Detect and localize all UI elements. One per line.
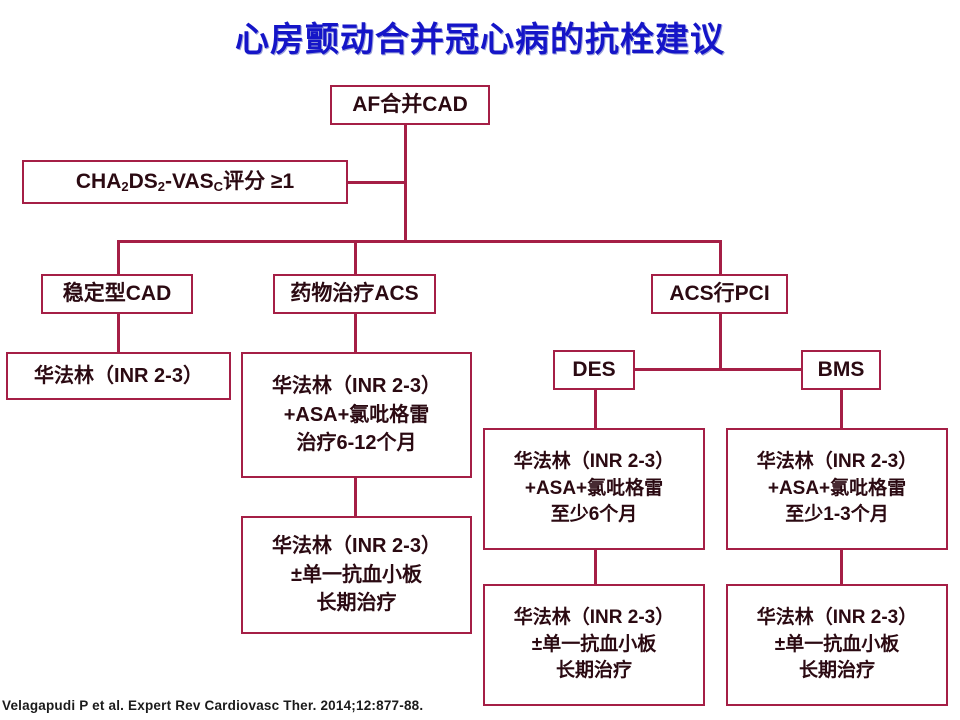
node-stable-cad-treatment[interactable]: 华法林（INR 2-3） xyxy=(6,352,231,400)
node-af-with-cad[interactable]: AF合并CAD xyxy=(330,85,490,125)
node-medical-acs-treatment-2-line3: 长期治疗 xyxy=(316,592,397,615)
node-bms[interactable]: BMS xyxy=(801,350,881,390)
connector-medical-tx1-to-tx2 xyxy=(354,478,357,516)
node-medical-acs-treatment-2-line1: 华法林（INR 2-3） xyxy=(272,535,441,558)
node-des[interactable]: DES xyxy=(553,350,635,390)
node-bms-treatment-1-line3: 至少1-3个月 xyxy=(785,504,889,526)
node-stable-cad-treatment-line1: 华法林（INR 2-3） xyxy=(34,364,203,387)
node-des-treatment-2-line2: ±单一抗血小板 xyxy=(531,633,657,655)
node-des-treatment-1-line3: 至少6个月 xyxy=(550,504,638,526)
connector-acs-pci-drop xyxy=(719,314,722,369)
node-des-label: DES xyxy=(572,358,616,382)
node-stable-cad[interactable]: 稳定型CAD xyxy=(41,274,193,314)
node-bms-treatment-1[interactable]: 华法林（INR 2-3） +ASA+氯吡格雷 至少1-3个月 xyxy=(726,428,948,550)
page-title: 心房颤动合并冠心病的抗栓建议 xyxy=(235,21,725,59)
connector-score-to-trunk xyxy=(346,181,406,184)
node-cha2ds2vasc-score[interactable]: CHA2DS2-VASC评分 ≥1 xyxy=(22,160,348,204)
connector-bms-tx1-to-tx2 xyxy=(840,550,843,584)
node-medical-acs-treatment-1-line3: 治疗6-12个月 xyxy=(296,432,417,455)
connector-stent-bar xyxy=(631,368,811,371)
connector-bms-to-tx1 xyxy=(840,390,843,428)
node-medical-acs-treatment-1[interactable]: 华法林（INR 2-3） +ASA+氯吡格雷 治疗6-12个月 xyxy=(241,352,472,478)
node-des-treatment-1-line2: +ASA+氯吡格雷 xyxy=(524,477,664,499)
node-acs-with-pci-label: ACS行PCI xyxy=(669,282,770,306)
node-acs-with-pci[interactable]: ACS行PCI xyxy=(651,274,788,314)
connector-stable-cad-to-tx xyxy=(117,314,120,352)
connector-medical-acs-to-tx1 xyxy=(354,314,357,352)
node-stable-cad-label: 稳定型CAD xyxy=(62,282,172,306)
node-bms-treatment-2-line3: 长期治疗 xyxy=(798,660,875,682)
node-medical-acs-treatment-2[interactable]: 华法林（INR 2-3） ±单一抗血小板 长期治疗 xyxy=(241,516,472,634)
node-medical-acs-treatment-1-line2: +ASA+氯吡格雷 xyxy=(283,403,430,426)
node-medical-therapy-acs-label: 药物治疗ACS xyxy=(290,282,419,306)
node-bms-treatment-1-line2: +ASA+氯吡格雷 xyxy=(767,477,907,499)
node-des-treatment-2[interactable]: 华法林（INR 2-3） ±单一抗血小板 长期治疗 xyxy=(483,584,705,706)
node-bms-treatment-2-line2: ±单一抗血小板 xyxy=(774,633,900,655)
node-bms-label: BMS xyxy=(817,358,865,382)
node-medical-therapy-acs[interactable]: 药物治疗ACS xyxy=(273,274,436,314)
connector-bar-to-stable-cad xyxy=(117,240,120,274)
node-cha2ds2vasc-score-label: CHA2DS2-VASC评分 ≥1 xyxy=(75,170,295,194)
connector-des-tx1-to-tx2 xyxy=(594,550,597,584)
node-des-treatment-2-line3: 长期治疗 xyxy=(555,660,632,682)
node-bms-treatment-2[interactable]: 华法林（INR 2-3） ±单一抗血小板 长期治疗 xyxy=(726,584,948,706)
node-des-treatment-2-line1: 华法林（INR 2-3） xyxy=(513,606,675,628)
connector-bar-to-medical-acs xyxy=(354,240,357,274)
node-bms-treatment-2-line1: 华法林（INR 2-3） xyxy=(756,606,918,628)
node-af-with-cad-label: AF合并CAD xyxy=(352,93,468,117)
node-des-treatment-1-line1: 华法林（INR 2-3） xyxy=(513,450,675,472)
node-medical-acs-treatment-2-line2: ±单一抗血小板 xyxy=(291,563,422,586)
connector-des-to-tx1 xyxy=(594,390,597,428)
connector-bar-to-acs-pci xyxy=(719,240,722,274)
citation-text: Velagapudi P et al. Expert Rev Cardiovas… xyxy=(2,698,424,713)
connector-branch-bar xyxy=(117,240,721,243)
node-bms-treatment-1-line1: 华法林（INR 2-3） xyxy=(756,450,918,472)
node-des-treatment-1[interactable]: 华法林（INR 2-3） +ASA+氯吡格雷 至少6个月 xyxy=(483,428,705,550)
node-medical-acs-treatment-1-line1: 华法林（INR 2-3） xyxy=(272,375,441,398)
